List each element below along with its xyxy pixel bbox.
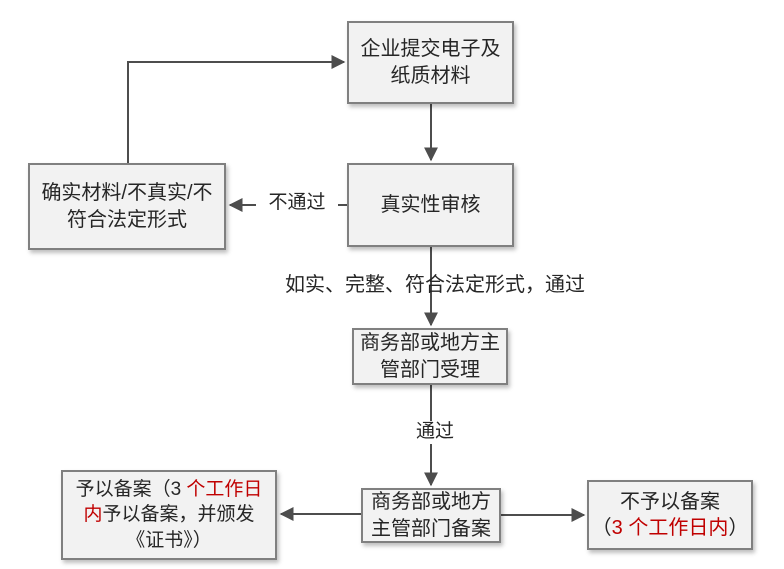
- node-submit-materials: 企业提交电子及 纸质材料: [347, 21, 514, 104]
- node-acceptance: 商务部或地方主 管部门受理: [352, 328, 508, 385]
- arrow-invalid-to-submit: [127, 55, 346, 163]
- node-filed-result-text: 予以备案（3 个工作日内予以备案，并颁发《证书》）: [75, 479, 263, 551]
- node-not-filed-result-text: 不予以备案（3 个工作日内）: [591, 490, 749, 539]
- node-authenticity-review: 真实性审核: [347, 163, 514, 247]
- node-acceptance-text: 商务部或地方主 管部门受理: [360, 332, 500, 381]
- label-fail: 不通过: [256, 192, 338, 215]
- label-pass: 通过: [406, 421, 464, 444]
- node-authenticity-review-text: 真实性审核: [380, 193, 481, 216]
- node-submit-materials-text: 企业提交电子及 纸质材料: [360, 38, 501, 87]
- node-filing-text: 商务部或地方 主管部门备案: [371, 491, 491, 540]
- node-invalid-materials-text: 确实材料/不真实/不 符合法定形式: [41, 182, 213, 231]
- node-filed-result: 予以备案（3 个工作日内予以备案，并颁发《证书》）: [61, 470, 277, 560]
- label-pass-condition: 如实、完整、符合法定形式，通过: [285, 274, 585, 296]
- node-filing: 商务部或地方 主管部门备案: [361, 488, 501, 543]
- node-invalid-materials: 确实材料/不真实/不 符合法定形式: [28, 163, 226, 250]
- node-not-filed-result: 不予以备案（3 个工作日内）: [587, 480, 753, 550]
